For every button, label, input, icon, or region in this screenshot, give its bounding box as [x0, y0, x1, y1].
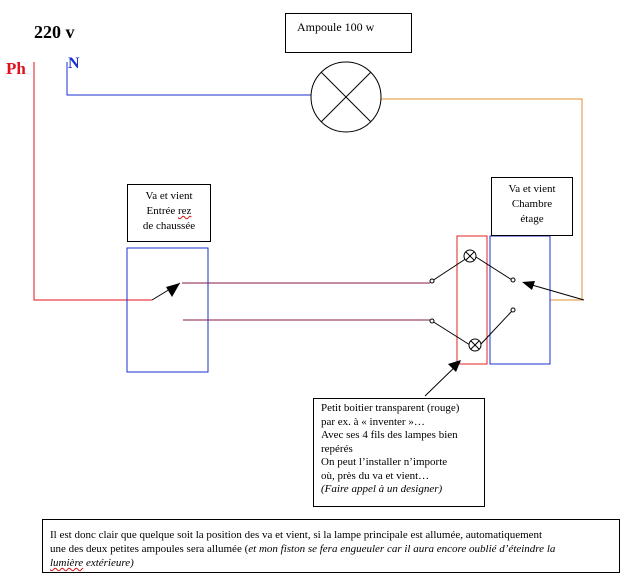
upstairs-contact-bottom: [510, 307, 516, 313]
ground-switch-line3: de chaussée: [142, 220, 196, 232]
conclusion-line2: une des deux petites ampoules sera allum…: [50, 542, 613, 556]
conclusion-line3a: lumière: [50, 557, 84, 569]
ground-switch-label-box: Va et vient Entrée rez de chaussée: [127, 184, 211, 242]
upstairs-switch-label-box: Va et vient Chambre étage: [491, 177, 573, 236]
phase-wire: [33, 62, 152, 301]
note-callout-arrow-icon: [448, 360, 461, 372]
note-line2: par ex. à « inventer »…: [321, 415, 425, 428]
indicator-lamp-bottom-icon: [468, 338, 482, 352]
lamp-label: Ampoule 100 w: [297, 20, 375, 34]
note-line4: repérés: [321, 442, 353, 455]
main-lamp-icon: [310, 61, 382, 133]
voltage-label: 220 v: [34, 22, 75, 42]
neutral-wire: [66, 62, 312, 96]
upstairs-switch-box: [489, 235, 551, 365]
terminal-top: [429, 278, 435, 284]
note-line1: Petit boitier transparent (rouge): [321, 402, 460, 414]
wire-lamp-bottom-to-switch: [480, 310, 513, 345]
conclusion-box: Il est donc clair que quelque soit la po…: [42, 519, 620, 573]
note-box: Petit boitier transparent (rouge) par ex…: [313, 398, 485, 507]
indicator-lamp-top-icon: [463, 249, 477, 263]
phase-label: Ph: [6, 59, 26, 78]
ground-switch-line2: Entrée rez: [128, 204, 210, 219]
upstairs-switch-arrow-icon: [522, 281, 535, 290]
note-line6: où, près du va et vient…: [321, 469, 430, 482]
note-line3: Avec ses 4 fils des lampes bien: [321, 429, 458, 441]
wire-to-lamp-top: [431, 255, 471, 282]
lamp-label-box: Ampoule 100 w: [285, 13, 412, 53]
indicator-box: [456, 235, 488, 365]
upstairs-switch-line3: étage: [520, 213, 544, 225]
ground-switch-box: [126, 247, 209, 373]
ground-switch-line2a: Entrée: [146, 205, 178, 217]
conclusion-line3: lumière extérieure): [50, 556, 613, 570]
ground-switch-arrow-icon: [166, 283, 180, 297]
ground-switch-line2b: rez: [178, 205, 192, 217]
terminal-bottom: [429, 318, 435, 324]
upstairs-switch-lever: [524, 282, 585, 301]
wire-to-lamp-bottom: [431, 320, 471, 346]
note-line5: On peut l’installer n’importe: [321, 456, 448, 468]
upstairs-switch-line2: Chambre: [511, 198, 553, 210]
conclusion-line1: Il est donc clair que quelque soit la po…: [50, 529, 543, 541]
conclusion-line3b: extérieure): [83, 557, 134, 569]
note-line7: (Faire appel à un designer): [321, 483, 443, 495]
return-wire: [380, 98, 583, 301]
upstairs-contact-top: [510, 277, 516, 283]
conclusion-line2-italic: et mon fiston se fera engueuler car il a…: [248, 543, 556, 555]
wire-lamp-top-to-switch: [475, 256, 513, 281]
neutral-label: N: [68, 55, 80, 72]
ground-switch-line1: Va et vient: [145, 190, 193, 202]
upstairs-switch-line1: Va et vient: [508, 183, 556, 195]
conclusion-line2-plain: une des deux petites ampoules sera allum…: [50, 543, 249, 555]
